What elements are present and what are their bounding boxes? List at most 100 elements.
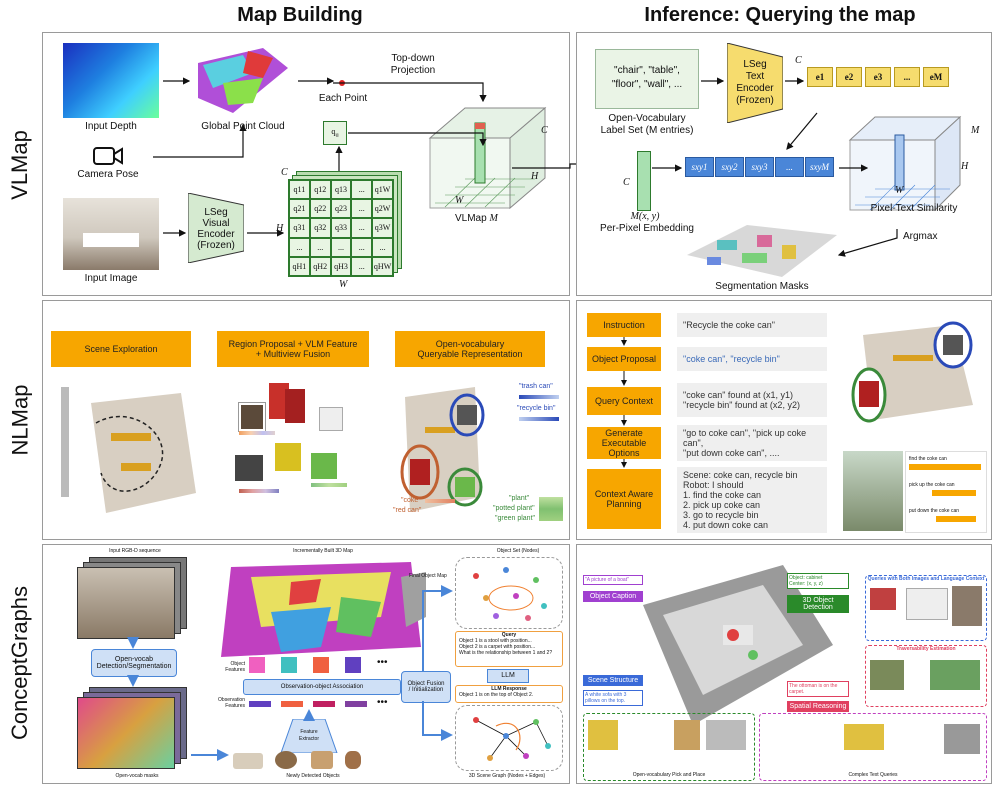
object-set-nodes bbox=[455, 557, 563, 629]
scene-structure-badge: Scene Structure A white sofa with 3 pill… bbox=[583, 675, 643, 715]
scene-exploration-map bbox=[51, 383, 201, 523]
feature-grid-cell: q21 bbox=[289, 199, 310, 219]
cg-infer-panel: "A picture of a boat" Object Caption Obj… bbox=[576, 544, 992, 784]
grid-c-label: C bbox=[281, 167, 288, 178]
embedding-symbol: M(x, y) bbox=[630, 211, 660, 222]
similarity-cell: sxy3 bbox=[745, 157, 774, 177]
camera-pose-label: Camera Pose bbox=[77, 169, 139, 180]
segmentation-mask-image bbox=[687, 225, 837, 277]
score-label: put down the coke can bbox=[909, 508, 960, 514]
red-can-label: "red can" bbox=[393, 507, 422, 514]
feature-grid-cell: q31 bbox=[289, 218, 310, 238]
feature-grid-cell: ... bbox=[372, 237, 393, 257]
nlmap-build-panel: Scene Exploration Region Proposal + VLM … bbox=[42, 300, 570, 540]
sim-w-label: W bbox=[895, 185, 904, 196]
trash-can-label: "trash can" bbox=[519, 383, 553, 390]
trash-can-bar bbox=[519, 395, 559, 399]
grid-h-label: H bbox=[276, 223, 284, 234]
observation-feature-bar bbox=[345, 701, 367, 707]
similarity-cell: sxy2 bbox=[715, 157, 744, 177]
pick-place-box: Open-vocabulary Pick and Place bbox=[583, 713, 755, 781]
object-features-label: Object Features bbox=[225, 661, 245, 673]
spatial-reasoning-badge: The ottoman is on the carpet. Spatial Re… bbox=[787, 681, 849, 721]
grid-w-label: W bbox=[339, 279, 348, 290]
per-pixel-vector bbox=[637, 151, 651, 211]
input-image-label: Input Image bbox=[84, 273, 138, 284]
segmentation-masks-label: Segmentation Masks bbox=[715, 281, 809, 292]
scene-graph bbox=[455, 705, 563, 771]
step-query-context-detail: "coke can" found at (x1, y1)"recycle bin… bbox=[677, 383, 827, 417]
object-set-label: Object Set (Nodes) bbox=[496, 548, 540, 554]
map-w-label: W bbox=[455, 195, 464, 206]
vlmap-label: VLMap M bbox=[455, 213, 498, 224]
feature-grid-cell: q12 bbox=[309, 180, 331, 200]
query-box: Query Object 1 is a stool with position.… bbox=[455, 631, 563, 667]
object-feature-square bbox=[281, 657, 297, 673]
feature-grid-cell: q1W bbox=[372, 180, 393, 200]
sim-m-label: M bbox=[971, 125, 980, 136]
argmax-label: Argmax bbox=[903, 231, 938, 242]
detected-objects bbox=[233, 751, 393, 771]
llm-box: LLM bbox=[487, 669, 529, 683]
input-image bbox=[63, 198, 159, 270]
pixel-text-similarity-label: Pixel-Text Similarity bbox=[870, 203, 958, 214]
feature-grid-cell: ... bbox=[289, 237, 310, 257]
vlmap-3d-box bbox=[425, 103, 555, 213]
scene-exploration-box: Scene Exploration bbox=[51, 331, 191, 367]
sim-h-label: H bbox=[961, 161, 969, 172]
feature-grid-cell: ... bbox=[351, 180, 373, 200]
score-label: pick up the coke can bbox=[909, 482, 955, 488]
feature-grid-cell: ... bbox=[351, 218, 373, 238]
vlmap-build-arrows bbox=[153, 77, 487, 237]
plant-label: "plant" bbox=[509, 495, 530, 502]
map-h-label: H bbox=[531, 171, 539, 182]
object-caption-badge: "A picture of a boat" Object Caption bbox=[583, 575, 643, 611]
green-plant-label: "green plant" bbox=[495, 515, 535, 522]
feature-grid-cell: ... bbox=[351, 199, 373, 219]
observation-features bbox=[249, 701, 389, 709]
object-feature-square bbox=[345, 657, 361, 673]
object-fusion-box: Object Fusion/ Initialization bbox=[401, 671, 451, 703]
step-generate-options-detail: "go to coke can", "pick up coke can","pu… bbox=[677, 425, 827, 461]
input-depth-label: Input Depth bbox=[85, 121, 137, 132]
queryable-map bbox=[395, 377, 485, 527]
step-instruction: Instruction bbox=[587, 313, 661, 337]
similarity-cell: sxyM bbox=[805, 157, 834, 177]
each-point-label: Each Point bbox=[318, 93, 368, 104]
cg-scene-image bbox=[633, 565, 833, 725]
input-depth-image bbox=[63, 43, 159, 118]
queries-images-box: Queries with Both Images and Language Co… bbox=[865, 575, 987, 641]
coke-label: "coke" bbox=[401, 497, 421, 504]
text-embedding-cell: ... bbox=[894, 67, 920, 87]
input-rgbd-label: Input RGB-D sequence bbox=[109, 548, 161, 554]
text-embedding-cell: e3 bbox=[865, 67, 891, 87]
object-feature-square bbox=[313, 657, 329, 673]
label-set-box: "chair", "table","floor", "wall", ... bbox=[595, 49, 699, 109]
object-feature-square bbox=[249, 657, 265, 673]
region-proposal-box: Region Proposal + VLM Feature+ Multiview… bbox=[217, 331, 369, 367]
feature-grid-cell: q3W bbox=[372, 218, 393, 238]
feature-grid-cell: q33 bbox=[330, 218, 352, 238]
score-bar bbox=[931, 490, 977, 496]
e-c-label: C bbox=[795, 55, 802, 66]
score-label: find the coke can bbox=[909, 456, 947, 462]
camera-icon bbox=[93, 146, 123, 171]
text-embedding-cell: e1 bbox=[807, 67, 833, 87]
map-c-label: C bbox=[541, 125, 548, 136]
coke-bar bbox=[425, 499, 455, 503]
step-object-proposal: Object Proposal bbox=[587, 347, 661, 371]
similarity-3d-box bbox=[845, 115, 965, 215]
obs-features-label: Observation Features bbox=[218, 697, 245, 709]
header-inference: Inference: Querying the map bbox=[644, 4, 916, 26]
final-object-map-label: Final Object Map bbox=[409, 573, 447, 579]
vlmap-infer-panel: "chair", "table","floor", "wall", ... Op… bbox=[576, 32, 992, 296]
feature-grid-cell: q32 bbox=[309, 218, 331, 238]
feature-grid-cell: q2W bbox=[372, 199, 393, 219]
step-query-context: Query Context bbox=[587, 387, 661, 415]
feature-grid-cell: qHW bbox=[372, 256, 393, 276]
